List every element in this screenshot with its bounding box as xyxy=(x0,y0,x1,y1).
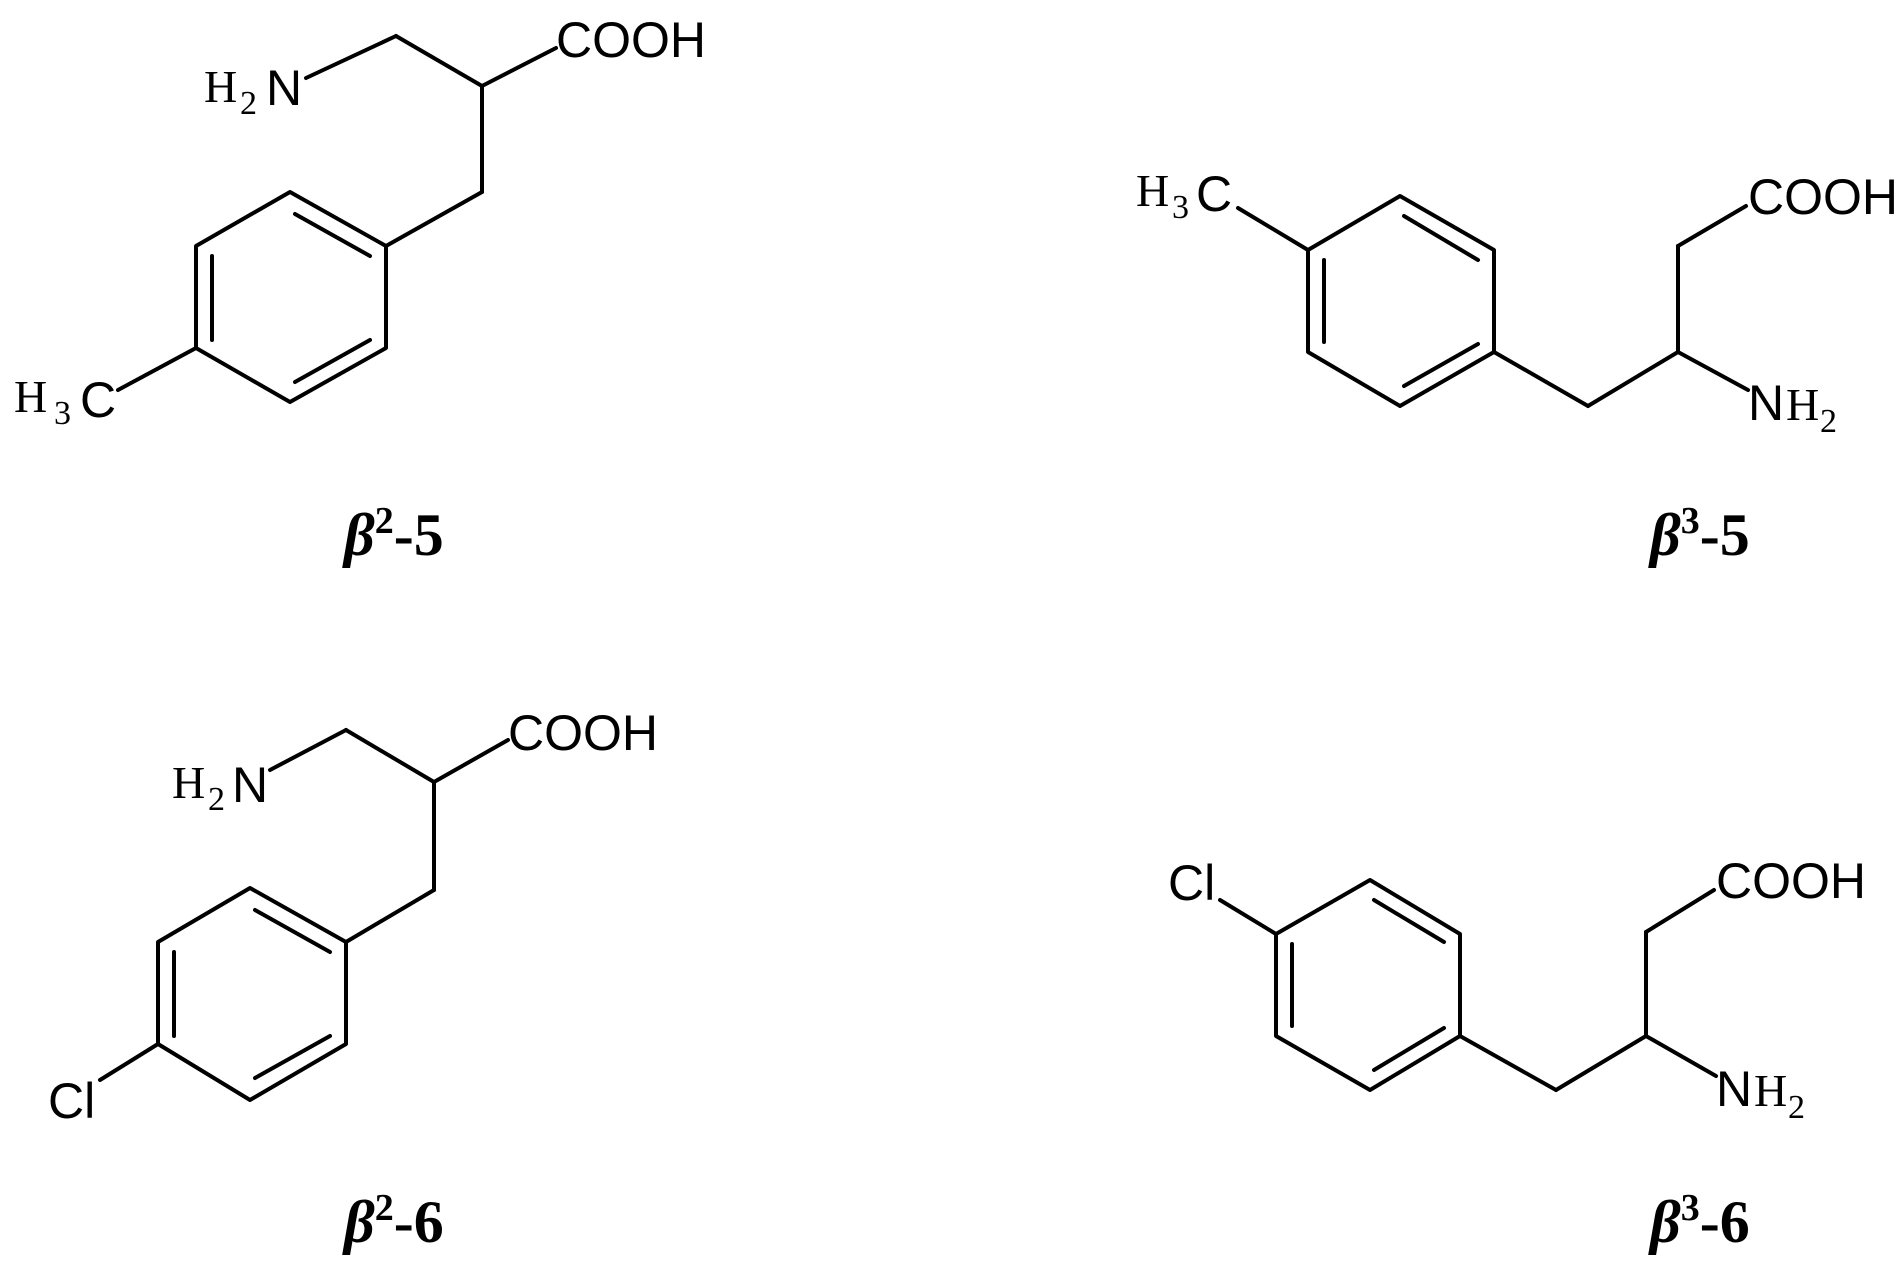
acid-label: COOH xyxy=(1748,169,1898,225)
amine-subscript: 2 xyxy=(1820,403,1837,440)
acid-label: COOH xyxy=(556,12,706,68)
amine-subscript: 2 xyxy=(1788,1089,1805,1126)
halogen-label: Cl xyxy=(48,1073,95,1129)
amine-h-label: H xyxy=(172,757,205,808)
compound-caption: β2-6 xyxy=(342,1187,444,1255)
bond-skeleton xyxy=(1218,878,1718,1092)
structure-beta3-5: COOH H 3 C N H 2 β3-5 xyxy=(1136,165,1898,568)
compound-caption: β3-5 xyxy=(1648,500,1750,568)
bond-skeleton xyxy=(98,728,510,1102)
compound-caption: β3-6 xyxy=(1648,1187,1750,1255)
acid-label: COOH xyxy=(508,705,658,761)
amine-h-label: H xyxy=(1786,379,1819,430)
amine-h-label: H xyxy=(1754,1065,1787,1116)
methyl-subscript: 3 xyxy=(1172,189,1189,226)
compound-caption: β2-5 xyxy=(342,500,444,568)
bond-skeleton xyxy=(1236,194,1750,408)
methyl-h-label: H xyxy=(14,371,47,422)
structure-beta3-6: COOH Cl N H 2 β3-6 xyxy=(1168,853,1866,1255)
amine-h-label: H xyxy=(204,61,237,112)
amine-subscript: 2 xyxy=(208,781,225,818)
bond-skeleton xyxy=(116,34,558,404)
methyl-c-label: C xyxy=(1196,166,1232,222)
amine-subscript: 2 xyxy=(240,85,257,122)
structure-beta2-6: COOH H 2 N Cl β2-6 xyxy=(48,705,658,1255)
amine-n-label: N xyxy=(266,60,302,116)
acid-label: COOH xyxy=(1716,853,1866,909)
methyl-c-label: C xyxy=(80,372,116,428)
amine-n-label: N xyxy=(232,757,268,813)
methyl-subscript: 3 xyxy=(54,395,71,432)
halogen-label: Cl xyxy=(1168,855,1215,911)
structure-beta2-5: COOH H 2 N H 3 C β2-5 xyxy=(14,12,706,568)
methyl-h-label: H xyxy=(1136,165,1169,216)
amine-n-label: N xyxy=(1748,375,1784,431)
amine-n-label: N xyxy=(1716,1061,1752,1117)
